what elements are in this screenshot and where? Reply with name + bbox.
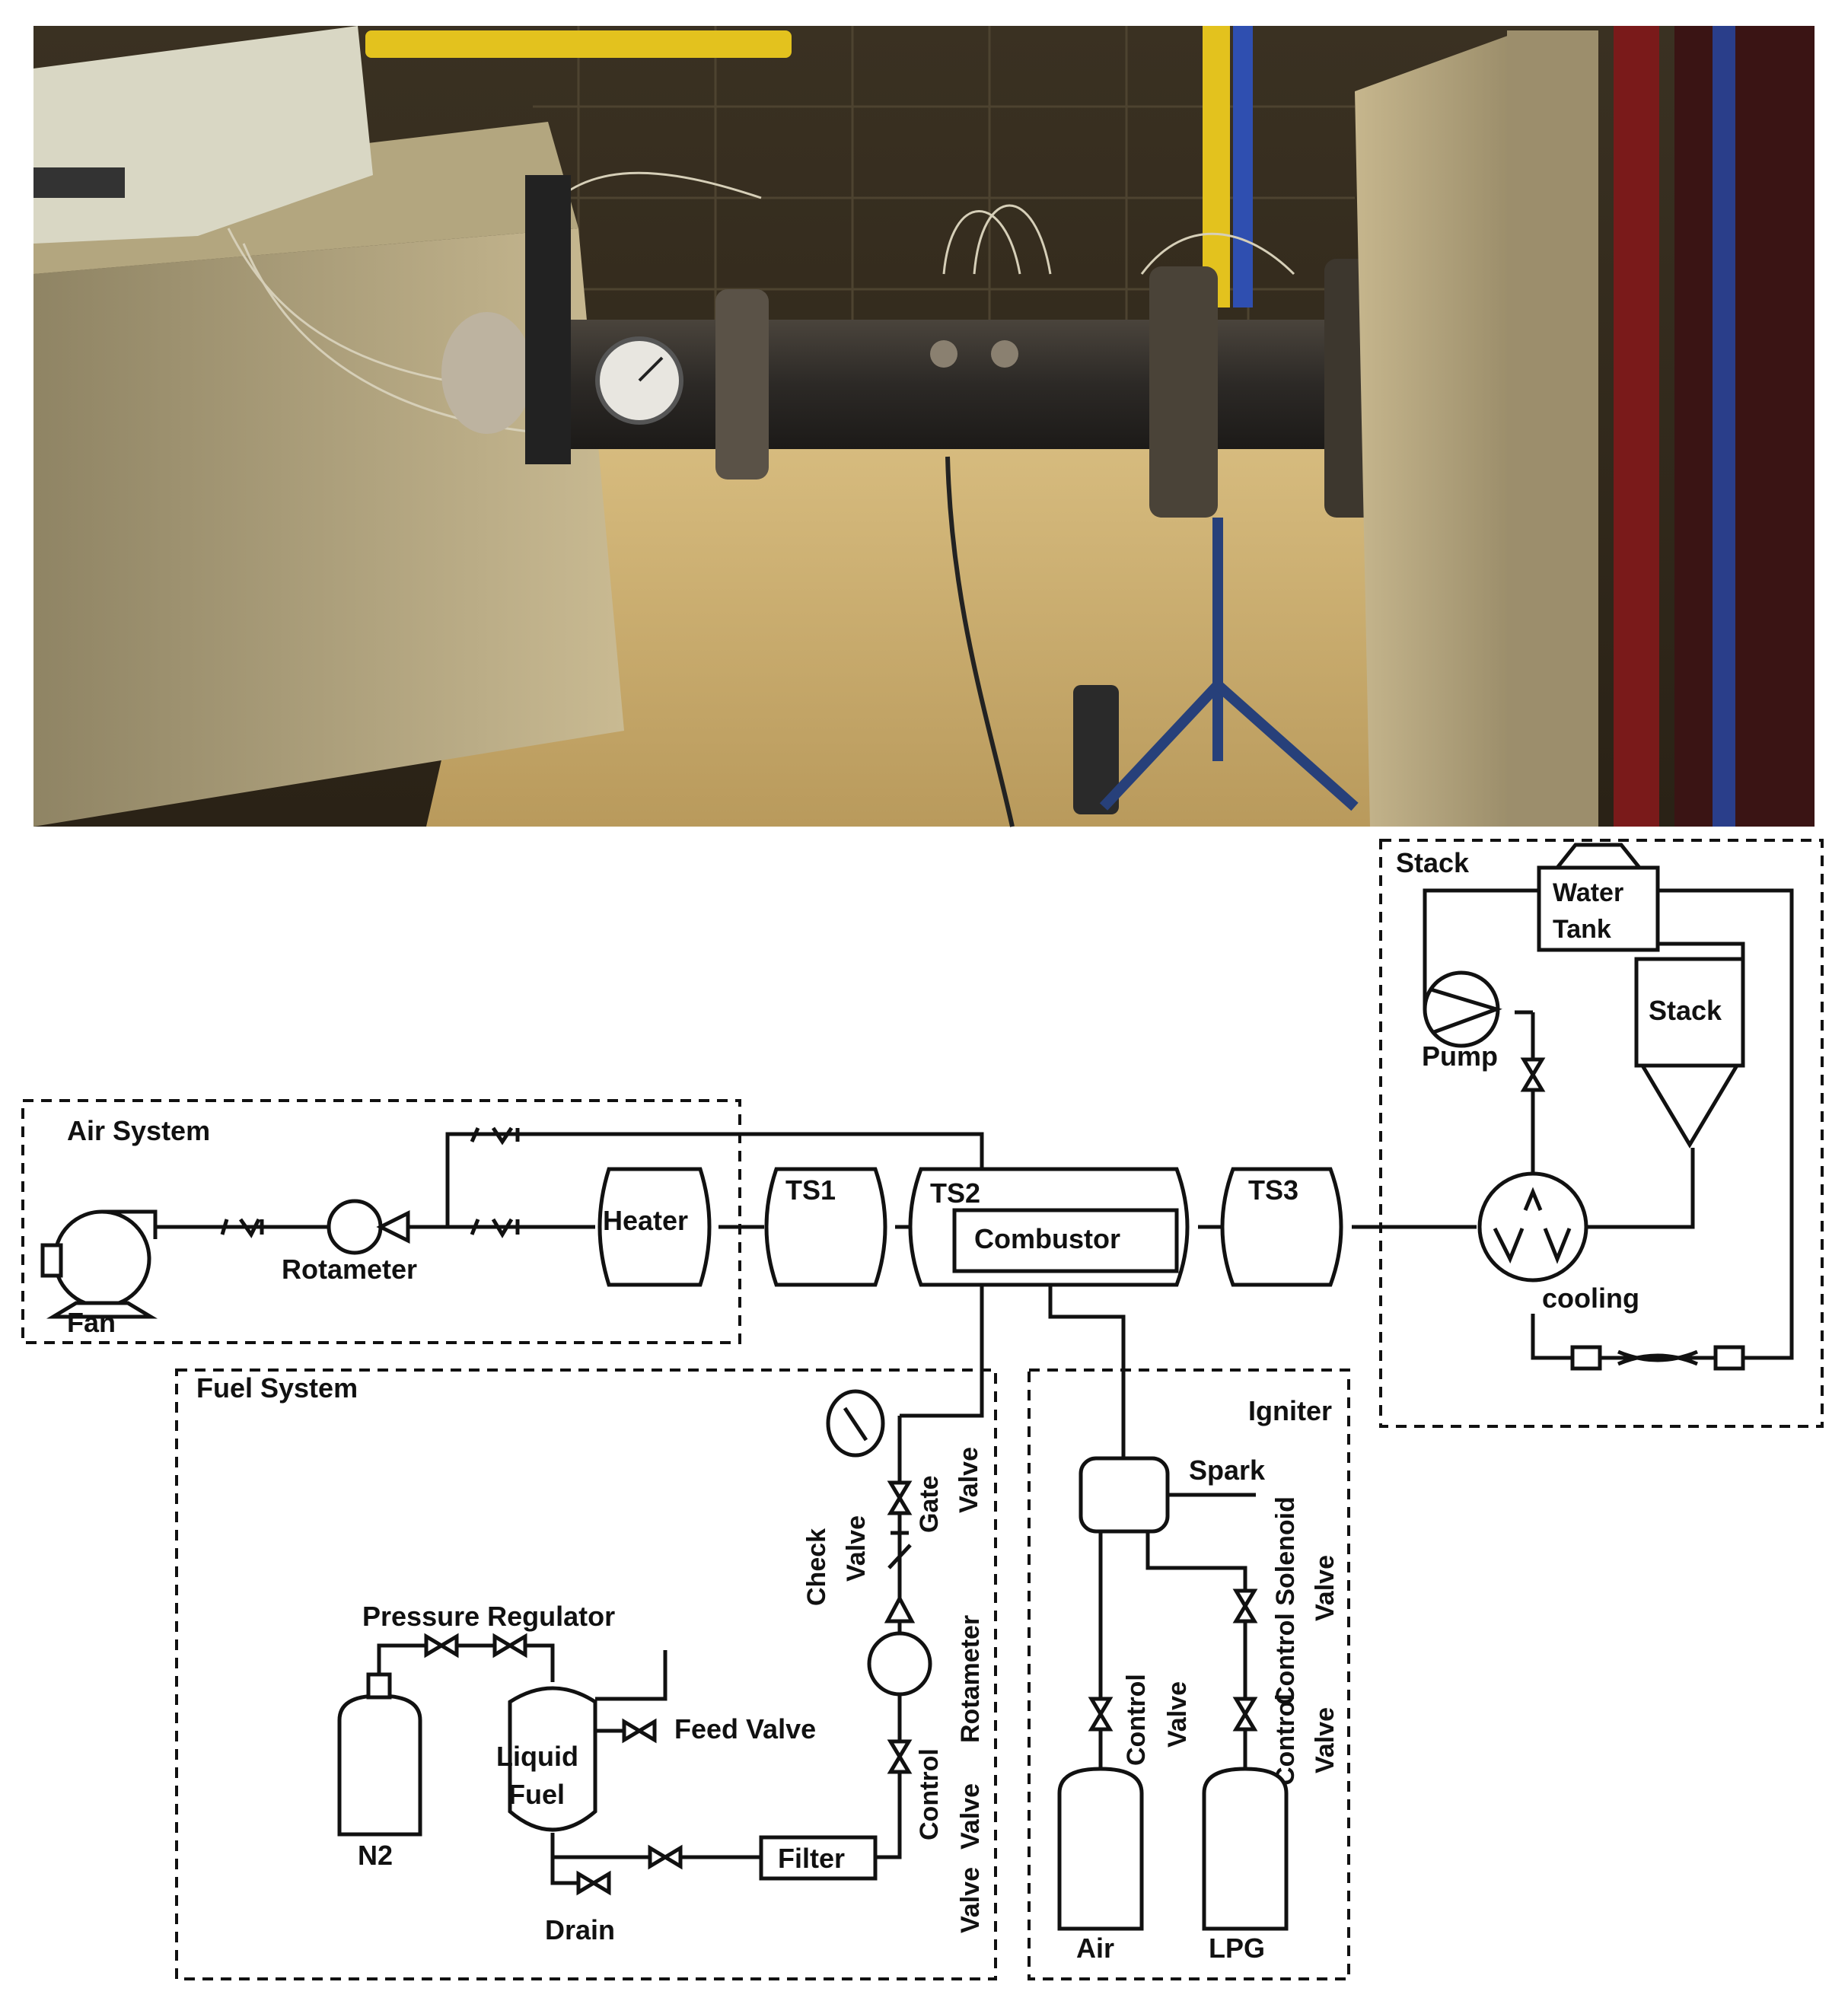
combustor-label: Combustor — [974, 1223, 1120, 1254]
feed-valve — [622, 1718, 657, 1744]
fuel-system-group — [175, 1369, 997, 1980]
n2-cylinder — [337, 1672, 422, 1837]
water-tank-label-2: Tank — [1553, 915, 1611, 944]
spark-igniter — [1079, 1456, 1256, 1534]
control-valve-fuel — [887, 1739, 913, 1774]
gate-valve — [887, 1480, 913, 1515]
rotameter-air — [327, 1199, 410, 1255]
stack-column-label: Stack — [1649, 995, 1722, 1026]
floor — [426, 426, 1522, 827]
pump — [1423, 970, 1502, 1048]
n2-label: N2 — [358, 1840, 393, 1871]
feed-valve-label: Feed Valve — [674, 1713, 816, 1745]
liquid-fuel-label-2: Fuel — [508, 1779, 565, 1810]
control-valve-air — [1088, 1697, 1114, 1732]
rotameter-valve-label-1: Rotameter — [956, 1615, 985, 1743]
control-lpg-label-2: Valve — [1311, 1707, 1340, 1773]
fuel-canister — [1073, 685, 1119, 814]
solenoid-valve — [1232, 1588, 1258, 1623]
igniter-group — [1028, 1369, 1350, 1980]
ts1-label: TS1 — [785, 1174, 836, 1206]
control-valve-lpg — [1232, 1697, 1258, 1732]
water-tank-label-1: Water — [1553, 878, 1623, 907]
gas-pipe — [365, 30, 792, 58]
cooling-exchanger — [1477, 1171, 1588, 1282]
filter-label: Filter — [778, 1843, 845, 1874]
ts3-label: TS3 — [1248, 1174, 1298, 1206]
igniter-label: Igniter — [1248, 1395, 1332, 1426]
flange-left — [715, 289, 769, 480]
ts2-section — [908, 1167, 1190, 1287]
stack-valve — [1520, 1057, 1546, 1092]
control-valve-label-2: Valve — [956, 1867, 985, 1933]
lpg-cylinder — [1202, 1767, 1289, 1931]
stack-label: Stack — [1396, 847, 1470, 878]
spark-label: Spark — [1189, 1455, 1266, 1486]
ts3-section — [1220, 1167, 1343, 1287]
lpg-label: LPG — [1209, 1932, 1265, 1964]
heater-label: Heater — [603, 1205, 688, 1236]
check-valve-label-2: Valve — [842, 1515, 871, 1582]
water-tank — [1537, 843, 1660, 952]
liquid-fuel-label-1: Liquid — [496, 1741, 578, 1772]
control-valve-air-label-1: Control — [1122, 1674, 1151, 1766]
control-lpg-label-1: Control — [1271, 1694, 1300, 1786]
filter — [759, 1835, 878, 1881]
blue-stand — [1099, 518, 1359, 811]
control-valve-air-label-2: Valve — [1163, 1681, 1192, 1748]
red-frame — [1614, 26, 1659, 827]
air-label: Air — [1076, 1932, 1114, 1964]
rotameter-label: Rotameter — [282, 1254, 417, 1285]
control-solenoid-label-1: Control Solenoid — [1271, 1496, 1300, 1705]
air-system-group — [21, 1099, 741, 1344]
ts1-section — [764, 1167, 887, 1287]
gas-pipe-vertical — [1203, 26, 1230, 307]
filter-inlet-valve — [648, 1844, 683, 1870]
pressure-regulator-label: Pressure Regulator — [362, 1601, 615, 1632]
air-check-valve — [220, 1218, 264, 1238]
fuel-system-label: Fuel System — [196, 1372, 358, 1404]
air-system-label: Air System — [67, 1115, 210, 1146]
pump-label: Pump — [1422, 1040, 1498, 1072]
test-rig-photo — [33, 26, 1815, 827]
drain-valve — [576, 1870, 611, 1896]
check-valve-label-1: Check — [802, 1528, 831, 1606]
stack-group — [1379, 839, 1824, 1428]
stack-column — [1634, 957, 1745, 1149]
ts2-label: TS2 — [930, 1177, 980, 1209]
check-valve-fuel — [887, 1531, 912, 1569]
gate-valve-label-2: Valve — [954, 1447, 983, 1513]
gate-valve-label-1: Gate — [915, 1475, 944, 1533]
air-bypass-check-valve — [470, 1126, 520, 1238]
rotameter-valve-label-2: Valve — [956, 1783, 985, 1850]
cooling-fan — [1570, 1345, 1745, 1371]
cooling-label: cooling — [1542, 1282, 1639, 1314]
control-solenoid-label-2: Valve — [1311, 1555, 1340, 1621]
flange-mid — [1149, 266, 1218, 518]
drain-label: Drain — [545, 1914, 615, 1945]
fan-label: Fan — [67, 1307, 116, 1338]
air-cylinder — [1057, 1767, 1144, 1931]
rotameter-fuel — [867, 1594, 932, 1697]
pressure-regulator-valves — [424, 1633, 527, 1658]
control-valve-label-1: Control — [915, 1748, 944, 1840]
heater-vessel — [597, 1167, 712, 1287]
fuel-pressure-gauge — [826, 1389, 885, 1458]
inlet-elbow — [441, 312, 533, 434]
liquid-fuel-tank — [508, 1686, 597, 1832]
fan — [40, 1209, 158, 1319]
